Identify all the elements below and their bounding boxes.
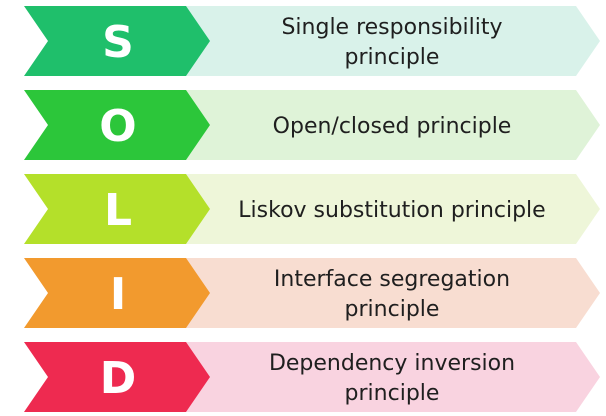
- principle-label-line: Dependency inversion: [269, 351, 515, 376]
- principle-label-line: Interface segregation: [274, 267, 510, 292]
- solid-letter: D: [100, 353, 137, 404]
- letter-arrow: [24, 258, 210, 328]
- letter-arrow: [24, 6, 210, 76]
- letter-arrow: [24, 174, 210, 244]
- solid-row-d: D Dependency inversion principle: [24, 342, 600, 412]
- principle-banner: [180, 342, 600, 412]
- principle-banner: [180, 258, 600, 328]
- principle-banner: [180, 174, 600, 244]
- principle-label-line: Single responsibility: [281, 15, 502, 40]
- principle-label-line: Open/closed principle: [273, 114, 512, 139]
- solid-letter: I: [110, 269, 126, 320]
- letter-arrow: [24, 342, 210, 412]
- solid-row-i: I Interface segregation principle: [24, 258, 600, 328]
- solid-letter: S: [102, 17, 134, 68]
- letter-arrow: [24, 90, 210, 160]
- principle-label-line: principle: [345, 45, 440, 70]
- principle-label-line: principle: [345, 381, 440, 406]
- solid-row-o: O Open/closed principle: [24, 90, 600, 160]
- solid-letter: L: [104, 185, 132, 236]
- solid-letter: O: [99, 101, 136, 152]
- principle-banner: [180, 90, 600, 160]
- principle-label-line: principle: [345, 297, 440, 322]
- solid-row-l: L Liskov substitution principle: [24, 174, 600, 244]
- principle-banner: [180, 6, 600, 76]
- solid-row-s: S Single responsibility principle: [24, 6, 600, 76]
- principle-label-line: Liskov substitution principle: [238, 198, 545, 223]
